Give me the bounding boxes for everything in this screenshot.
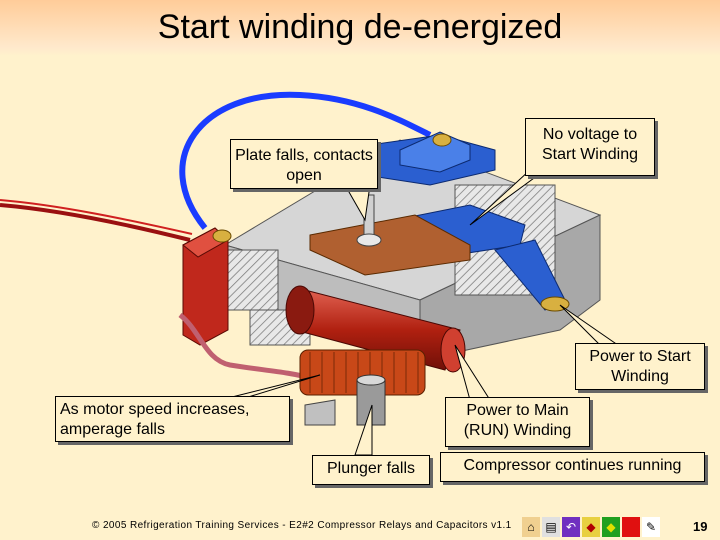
armature-bracket xyxy=(309,214,471,276)
document-icon[interactable]: ▤ xyxy=(542,517,560,537)
next-icon[interactable]: ◆ xyxy=(602,517,620,537)
footer-copyright: © 2005 Refrigeration Training Services -… xyxy=(92,520,512,531)
title-bar xyxy=(0,0,720,56)
previous-icon[interactable]: ◆ xyxy=(582,517,600,537)
callout-no-voltage: No voltage to Start Winding xyxy=(525,118,655,176)
red-lead-wire xyxy=(0,203,191,242)
callout-power-main: Power to Main (RUN) Winding xyxy=(445,397,590,447)
callout-power-start: Power to Start Winding xyxy=(575,343,705,390)
stop-icon[interactable]: ■ xyxy=(622,517,640,537)
page-number: 19 xyxy=(693,519,708,534)
slide-navigation: ⌂ ▤ ↶ ◆ ◆ ■ ✎ xyxy=(522,517,660,537)
pencil-icon[interactable]: ✎ xyxy=(642,517,660,537)
callout-plate-falls: Plate falls, contacts open xyxy=(230,139,378,189)
callout-compressor-running: Compressor continues running xyxy=(440,452,705,482)
return-icon[interactable]: ↶ xyxy=(562,517,580,537)
slide-title: Start winding de-energized xyxy=(157,8,563,46)
callout-plunger-falls: Plunger falls xyxy=(312,455,430,485)
home-icon[interactable]: ⌂ xyxy=(522,517,540,537)
callout-motor-speed: As motor speed increases, amperage falls xyxy=(55,396,290,442)
plunger-base xyxy=(304,399,336,426)
top-screw xyxy=(432,133,452,147)
coil-lead-wire xyxy=(178,313,311,381)
terminal-screw-left xyxy=(212,229,232,243)
blue-jumper-wire xyxy=(179,91,432,230)
